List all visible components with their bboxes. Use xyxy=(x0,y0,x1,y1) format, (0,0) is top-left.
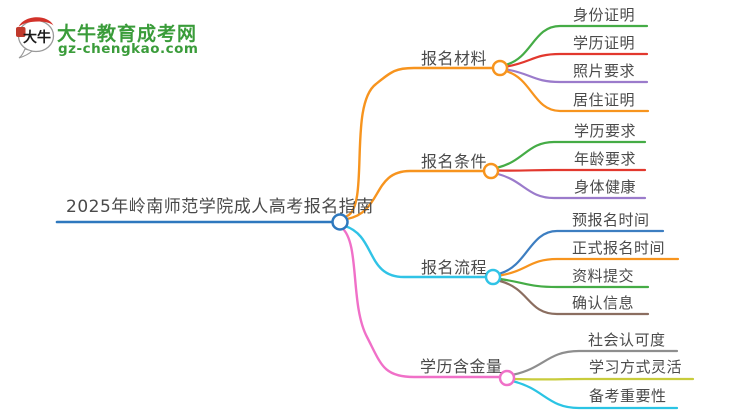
subitem-line-health xyxy=(496,172,647,200)
subitem-line-exam-prep-importance xyxy=(512,380,679,410)
subitem-line-residence-proof xyxy=(505,70,650,113)
brand-name: 大牛教育成考网 xyxy=(57,23,198,45)
subitem-label-exam-prep-importance: 备考重要性 xyxy=(589,387,667,405)
subitem-label-identity-proof: 身份证明 xyxy=(573,6,636,24)
subitem-label-confirm-info: 确认信息 xyxy=(572,294,635,312)
subitem-label-age-requirement: 年龄要求 xyxy=(574,150,637,168)
subitem-line-confirm-info xyxy=(498,279,650,316)
branch-label-materials: 报名材料 xyxy=(421,49,488,68)
logo-red-cap xyxy=(18,17,54,27)
subitem-line-photo-requirements xyxy=(505,68,649,84)
subitem-label-flexible-learning: 学习方式灵活 xyxy=(589,358,683,376)
subitem-label-social-recognition: 社会认可度 xyxy=(588,331,666,349)
branch-node-circle-conditions xyxy=(482,162,500,180)
subitem-label-material-submission: 资料提交 xyxy=(572,267,635,285)
subitem-line-material-submission xyxy=(498,277,650,289)
branch-line-materials xyxy=(345,66,494,218)
central-topic-label: 2025年岭南师范学院成人高考报名指南 xyxy=(66,197,374,217)
logo-seal xyxy=(16,27,26,37)
central-node-circle xyxy=(331,213,349,231)
subitem-line-official-time xyxy=(498,257,680,277)
branch-line-conditions xyxy=(345,169,486,221)
subitem-label-education-requirement: 学历要求 xyxy=(574,122,637,140)
subitem-label-education-proof: 学历证明 xyxy=(573,34,636,52)
subitem-line-education-proof xyxy=(505,52,649,68)
subitem-line-age-requirement xyxy=(496,168,647,172)
subitem-line-social-recognition xyxy=(512,349,679,376)
subitem-line-identity-proof xyxy=(505,24,649,66)
brand-domain: gz-chengkao.com xyxy=(58,41,199,57)
branch-label-diploma-value: 学历含金量 xyxy=(420,357,503,376)
subitem-label-official-time: 正式报名时间 xyxy=(572,239,666,257)
branch-line-process xyxy=(343,224,488,279)
subitem-label-health: 身体健康 xyxy=(574,178,637,196)
branch-label-conditions: 报名条件 xyxy=(421,152,488,171)
subitem-label-preregistration-time: 预报名时间 xyxy=(572,211,650,229)
branch-label-process: 报名流程 xyxy=(421,258,488,277)
branch-node-circle-diploma-value xyxy=(498,369,516,387)
logo-icon: 大牛 xyxy=(16,17,55,59)
branch-node-circle-process xyxy=(484,268,502,286)
subitem-label-residence-proof: 居住证明 xyxy=(573,91,636,109)
subitem-label-photo-requirements: 照片要求 xyxy=(573,62,636,80)
subitem-line-preregistration-time xyxy=(498,229,665,275)
branch-node-circle-materials xyxy=(491,59,509,77)
subitem-line-education-requirement xyxy=(496,140,647,169)
logo-characters: 大牛 xyxy=(23,29,51,46)
branch-line-diploma-value xyxy=(340,226,502,379)
logo-bubble-tail xyxy=(18,48,34,59)
